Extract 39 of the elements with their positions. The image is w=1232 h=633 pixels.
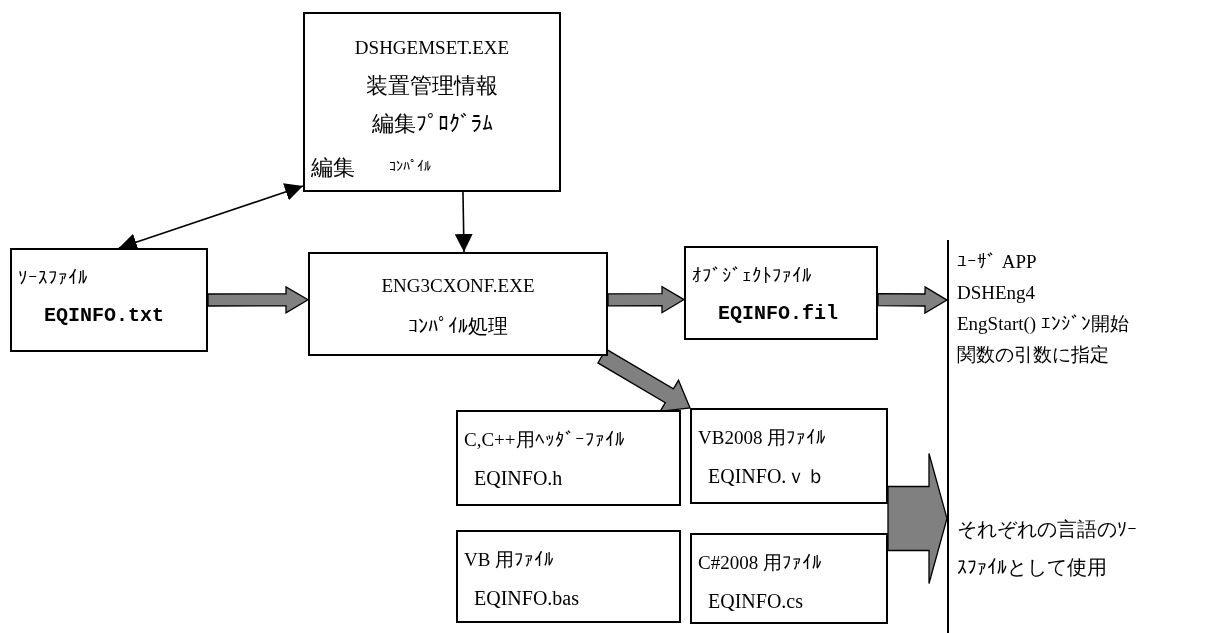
box-heading: VB2008 用ﾌｧｲﾙ: [698, 426, 828, 450]
file-name: EQINFO.bas: [473, 585, 580, 611]
function-label: 編集: [311, 154, 355, 182]
program-box: [303, 12, 561, 192]
block-arrow: [207, 285, 310, 315]
file-box: [456, 530, 681, 623]
file-box: [10, 248, 208, 352]
box-heading: ｵﾌﾞｼﾞｪｸﾄﾌｧｲﾙ: [692, 264, 813, 288]
box-heading: VB 用ﾌｧｲﾙ: [464, 548, 556, 572]
program-description: 編集ﾌﾟﾛｸﾞﾗﾑ: [370, 110, 494, 138]
block-arrow: [877, 285, 949, 315]
file-name: EQINFO.fil: [717, 300, 840, 327]
panel-text: それぞれの言語のｿｰｽﾌｧｲﾙとして使用: [957, 517, 1137, 580]
box-heading: C,C++用ﾍｯﾀﾞｰﾌｧｲﾙ: [464, 428, 626, 452]
block-arrow: [607, 285, 686, 314]
file-box: [308, 252, 608, 356]
panel-text: DSHEng4: [957, 281, 1037, 305]
file-name: EQINFO.cs: [707, 588, 804, 614]
file-name: ｺﾝﾊﾟｲﾙ処理: [408, 313, 508, 339]
file-name: EQINFO.h: [473, 465, 564, 491]
file-box: [690, 408, 888, 504]
arrow: [118, 183, 304, 251]
function-label: ｺﾝﾊﾟｲﾙ: [389, 158, 431, 176]
box-heading: ｿｰｽﾌｧｲﾙ: [18, 266, 89, 290]
file-box: [690, 533, 888, 624]
arrow: [454, 191, 473, 253]
panel-text: ﾕｰｻﾞ APP: [957, 250, 1038, 274]
file-box: [684, 246, 878, 340]
file-name: EQINFO.txt: [43, 302, 166, 329]
file-name: EQINFO.ｖｂ: [707, 463, 828, 489]
panel-text: EngStart() ｴﾝｼﾞﾝ開始: [957, 312, 1130, 336]
block-arrow: [887, 452, 948, 585]
program-name: DSHGEMSET.EXE: [353, 36, 511, 60]
box-heading: C#2008 用ﾌｧｲﾙ: [698, 551, 823, 575]
file-box: [456, 410, 681, 506]
block-arrow: [597, 348, 691, 413]
panel-text: 関数の引数に指定: [957, 343, 1110, 367]
program-description: 装置管理情報: [365, 72, 499, 100]
box-heading: ENG3CXONF.EXE: [381, 274, 535, 298]
